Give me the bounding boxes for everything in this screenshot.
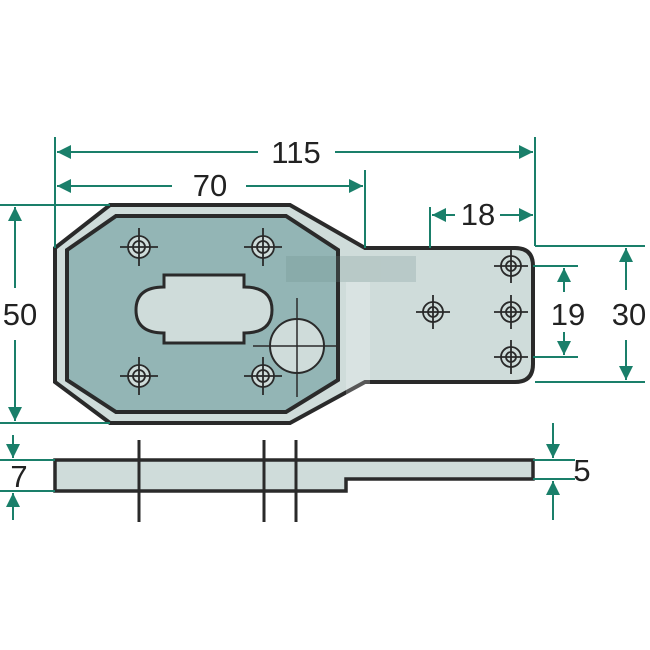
dim-tab-thickness: 5 xyxy=(573,453,590,488)
dim-plate-thickness: 7 xyxy=(10,459,27,494)
side-view xyxy=(53,440,535,522)
dim-tab-height: 30 xyxy=(612,297,646,332)
watermark xyxy=(286,256,416,412)
large-hole xyxy=(253,298,340,397)
dim-plate-height: 50 xyxy=(3,297,37,332)
top-view xyxy=(53,203,535,425)
dim-hole-spacing: 19 xyxy=(551,297,585,332)
dim-plate-length: 70 xyxy=(193,168,227,203)
oblong-slot xyxy=(134,273,274,345)
dim-overall-length: 115 xyxy=(271,135,320,170)
small-holes xyxy=(120,228,528,395)
dim-tab-offset: 18 xyxy=(461,197,495,232)
dimension-lines xyxy=(0,137,645,520)
